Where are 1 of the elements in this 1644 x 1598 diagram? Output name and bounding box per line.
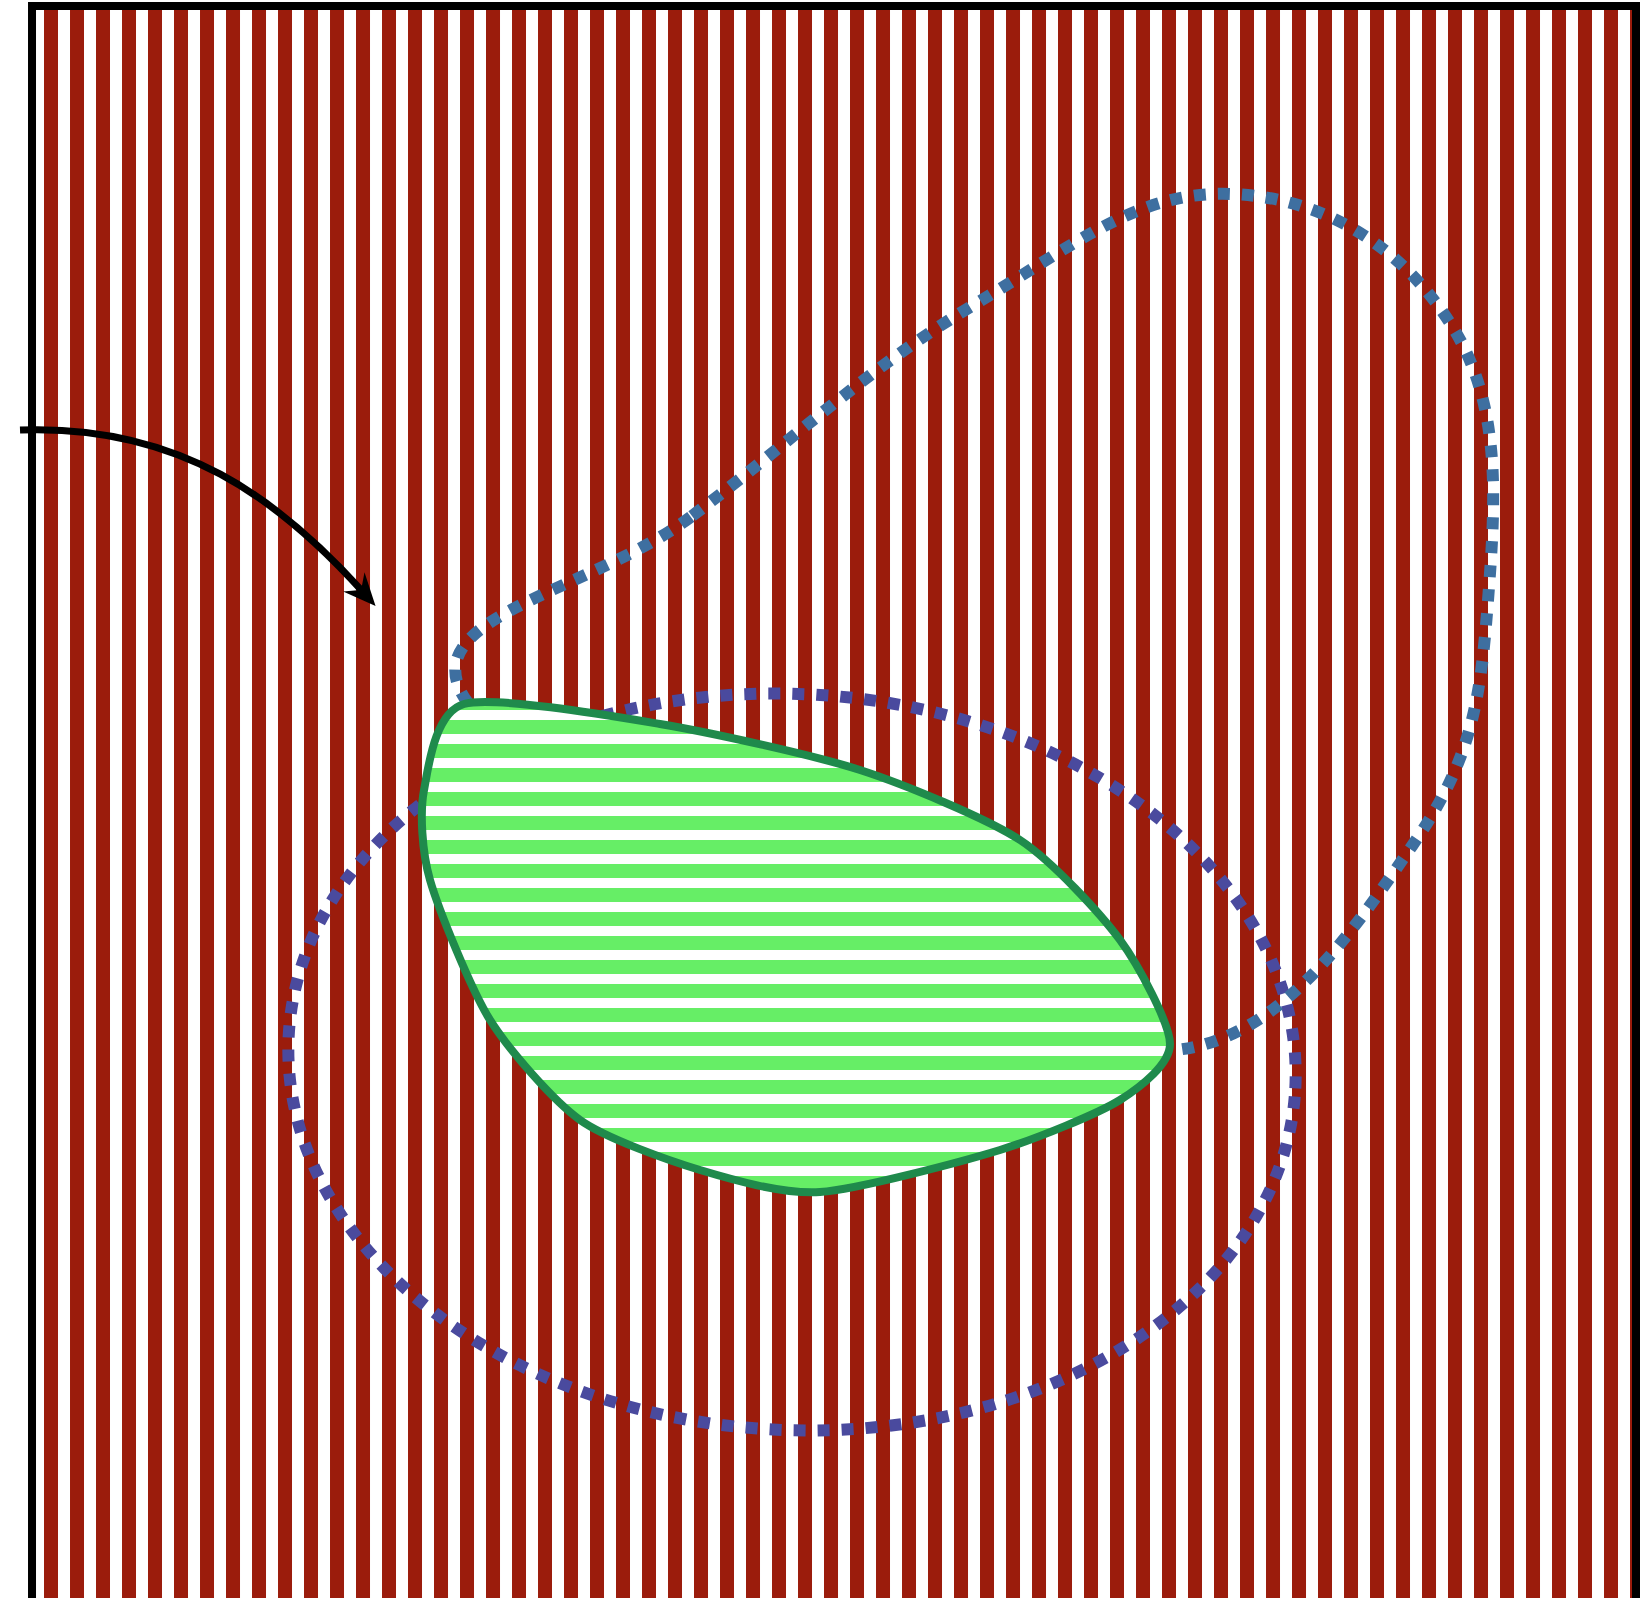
dotted-ellipse [282,688,1302,1436]
